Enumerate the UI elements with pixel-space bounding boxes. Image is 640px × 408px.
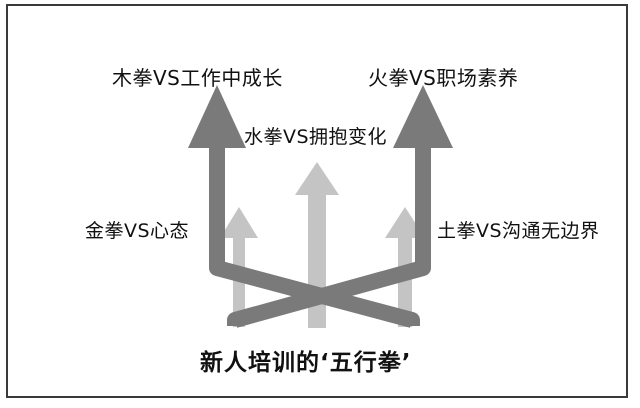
wood-arrowhead bbox=[188, 85, 246, 148]
water-fist-label: 水拳VS拥抱变化 bbox=[244, 126, 388, 148]
wood-fist-label: 木拳VS工作中成长 bbox=[112, 66, 283, 90]
fire-fist-label: 火拳VS职场素养 bbox=[368, 66, 519, 90]
metal-fist-label: 金拳VS心态 bbox=[85, 220, 190, 242]
water-arrow bbox=[295, 162, 339, 328]
diagram-title: 新人培训的‘五行拳’ bbox=[200, 350, 412, 376]
fire-arrowhead bbox=[393, 85, 453, 148]
earth-fist-label: 土拳VS沟通无边界 bbox=[437, 220, 600, 242]
fire-arrow-shaft bbox=[227, 147, 431, 328]
